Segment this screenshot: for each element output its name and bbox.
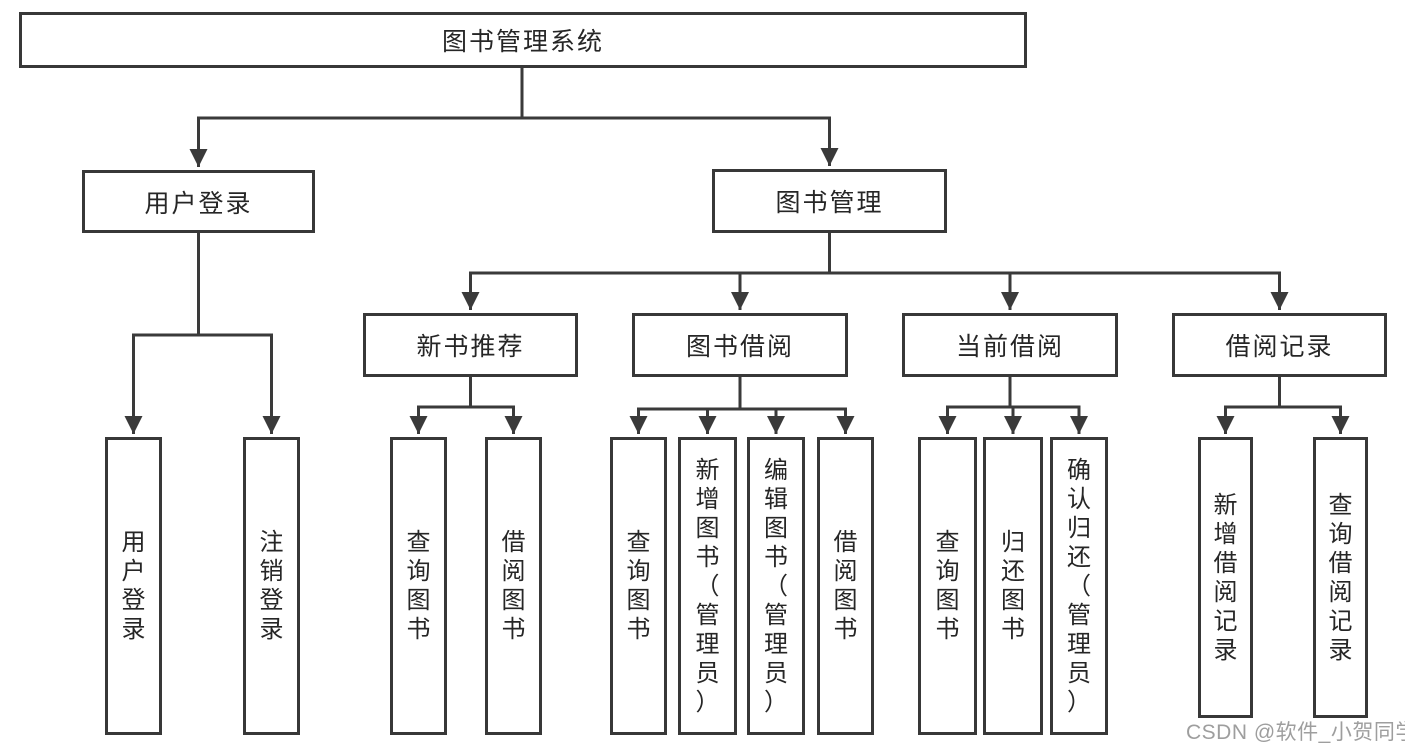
leaf-query-borrow-record: 查询借阅记录	[1313, 437, 1368, 718]
leaf-return-book: 归还图书	[983, 437, 1043, 735]
arrow-drops	[124, 118, 1350, 434]
leaf-edit-book-admin: 编辑图书（管理员）	[747, 437, 805, 735]
csdn-watermark: CSDN @软件_小贺同学	[1186, 721, 1405, 744]
leaf-edit-book-admin-label: 编辑图书（管理员）	[764, 456, 788, 716]
leaf-borrow-book-2-label: 借阅图书	[833, 529, 858, 643]
leaf-query-book-2: 查询图书	[610, 437, 667, 735]
node-user-login: 用户登录	[82, 170, 315, 233]
leaf-query-book-1: 查询图书	[390, 437, 447, 735]
leaf-borrow-book-1-label: 借阅图书	[501, 529, 526, 643]
node-current-borrow: 当前借阅	[902, 313, 1118, 377]
node-new-book-recommend: 新书推荐	[363, 313, 578, 377]
leaf-query-borrow-record-label: 查询借阅记录	[1328, 491, 1353, 664]
node-current-borrow-label: 当前借阅	[955, 333, 1064, 361]
node-new-book-recommend-label: 新书推荐	[416, 333, 525, 361]
leaf-return-book-label: 归还图书	[1001, 529, 1025, 643]
leaf-query-book-1-label: 查询图书	[406, 529, 431, 643]
node-book-management: 图书管理	[712, 169, 947, 233]
node-user-login-label: 用户登录	[144, 189, 253, 218]
leaf-user-login-label: 用户登录	[121, 529, 146, 643]
leaf-add-borrow-record-label: 新增借阅记录	[1213, 491, 1238, 664]
leaf-confirm-return-admin-label: 确认归还（管理员）	[1067, 456, 1091, 716]
leaf-add-book-admin-label: 新增图书（管理员）	[695, 456, 720, 716]
leaf-user-login: 用户登录	[105, 437, 162, 735]
leaf-query-book-3-label: 查询图书	[935, 529, 960, 643]
leaf-confirm-return-admin: 确认归还（管理员）	[1050, 437, 1108, 735]
leaf-borrow-book-1: 借阅图书	[485, 437, 542, 735]
node-book-management-label: 图书管理	[775, 189, 884, 217]
leaf-add-borrow-record: 新增借阅记录	[1198, 437, 1253, 718]
node-borrow-record-label: 借阅记录	[1225, 333, 1334, 361]
node-root-system: 图书管理系统	[19, 12, 1027, 68]
leaf-borrow-book-2: 借阅图书	[817, 437, 874, 735]
node-book-borrow-label: 图书借阅	[685, 333, 794, 361]
node-book-borrow: 图书借阅	[632, 313, 848, 377]
node-borrow-record: 借阅记录	[1172, 313, 1387, 377]
leaf-logout: 注销登录	[243, 437, 300, 735]
leaf-query-book-3: 查询图书	[918, 437, 977, 735]
leaf-logout-label: 注销登录	[259, 529, 284, 643]
leaf-add-book-admin: 新增图书（管理员）	[678, 437, 737, 735]
leaf-query-book-2-label: 查询图书	[626, 529, 651, 643]
node-root-system-label: 图书管理系统	[441, 28, 604, 56]
